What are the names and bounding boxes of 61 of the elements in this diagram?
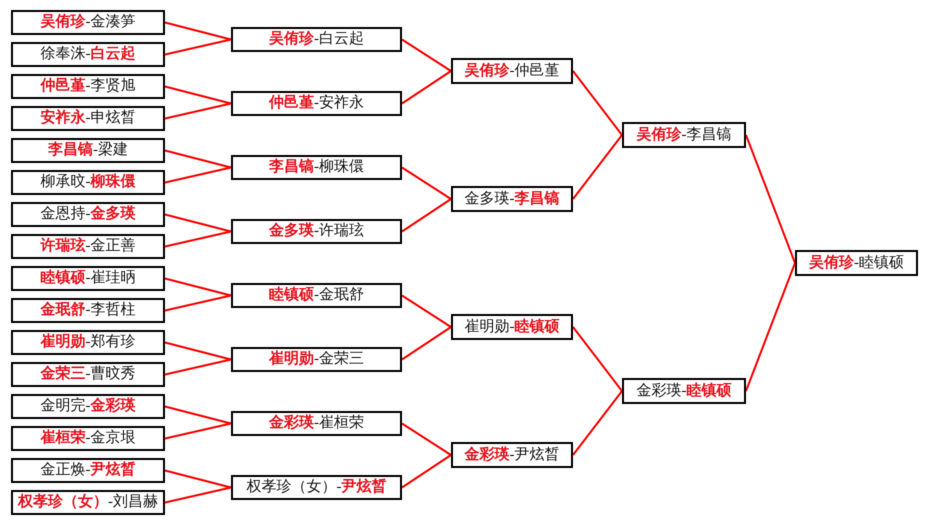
connector-line bbox=[164, 166, 232, 184]
connector-line bbox=[164, 486, 232, 504]
match-box: 权孝珍（女）-刘昌赫 bbox=[11, 490, 165, 515]
match-box: 柳承旼-柳珠儇 bbox=[11, 170, 165, 195]
match-box: 徐奉洙-白云起 bbox=[11, 42, 165, 67]
connector-line bbox=[164, 342, 232, 360]
connector-line bbox=[164, 22, 232, 40]
connector-line bbox=[572, 134, 623, 200]
connector-line bbox=[164, 214, 232, 232]
connector-line bbox=[164, 294, 232, 312]
connector-line bbox=[401, 70, 452, 104]
connector-line bbox=[164, 470, 232, 488]
connector-line bbox=[164, 278, 232, 296]
connector-line bbox=[572, 390, 623, 456]
connector-line bbox=[164, 86, 232, 104]
match-box: 崔桓荣-金京垠 bbox=[11, 426, 165, 451]
match-box: 金彩瑛-睦镇硕 bbox=[622, 378, 746, 404]
match-box: 仲邑堇-安祚永 bbox=[231, 91, 402, 116]
match-box: 金正焕-尹炫晳 bbox=[11, 458, 165, 483]
match-box: 金明完-金彩瑛 bbox=[11, 394, 165, 419]
connector-line bbox=[401, 38, 452, 72]
connector-line bbox=[401, 166, 452, 200]
match-box: 崔明勋-郑有珍 bbox=[11, 330, 165, 355]
connector-line bbox=[164, 38, 232, 56]
match-box: 吴侑珍-白云起 bbox=[231, 27, 402, 52]
match-box: 许瑞玹-金正善 bbox=[11, 234, 165, 259]
match-box: 吴侑珍-金湊笋 bbox=[11, 10, 165, 35]
connector-line bbox=[745, 134, 796, 264]
connector-line bbox=[572, 326, 623, 392]
connector-line bbox=[401, 198, 452, 232]
match-box: 权孝珍（女）-尹炫晳 bbox=[231, 475, 402, 500]
match-box: 睦镇硕-金珉舒 bbox=[231, 283, 402, 308]
connector-line bbox=[401, 454, 452, 488]
match-box: 睦镇硕-崔珪昞 bbox=[11, 266, 165, 291]
connector-line bbox=[164, 230, 232, 248]
connector-line bbox=[572, 70, 623, 136]
match-box: 吴侑珍-睦镇硕 bbox=[795, 250, 918, 276]
connector-line bbox=[164, 422, 232, 440]
connector-line bbox=[401, 326, 452, 360]
match-box: 金珉舒-李哲柱 bbox=[11, 298, 165, 323]
match-box: 李昌镐-柳珠儇 bbox=[231, 155, 402, 180]
connector-line bbox=[401, 294, 452, 328]
connector-line bbox=[745, 262, 796, 392]
connector-line bbox=[164, 150, 232, 168]
match-box: 金荣三-曹旼秀 bbox=[11, 362, 165, 387]
match-box: 崔明勋-金荣三 bbox=[231, 347, 402, 372]
match-box: 金多瑛-许瑞玹 bbox=[231, 219, 402, 244]
match-box: 金多瑛-李昌镐 bbox=[451, 186, 573, 212]
match-box: 崔明勋-睦镇硕 bbox=[451, 314, 573, 340]
match-box: 李昌镐-梁建 bbox=[11, 138, 165, 163]
match-box: 金彩瑛-尹炫晳 bbox=[451, 442, 573, 468]
match-box: 安祚永-申炫晳 bbox=[11, 106, 165, 131]
connector-line bbox=[164, 102, 232, 120]
match-box: 仲邑堇-李贤旭 bbox=[11, 74, 165, 99]
connector-line bbox=[164, 406, 232, 424]
connector-line bbox=[401, 422, 452, 456]
match-box: 吴侑珍-仲邑堇 bbox=[451, 58, 573, 84]
match-box: 金彩瑛-崔桓荣 bbox=[231, 411, 402, 436]
match-box: 吴侑珍-李昌镐 bbox=[622, 122, 746, 148]
connector-line bbox=[164, 358, 232, 376]
match-box: 金恩持-金多瑛 bbox=[11, 202, 165, 227]
